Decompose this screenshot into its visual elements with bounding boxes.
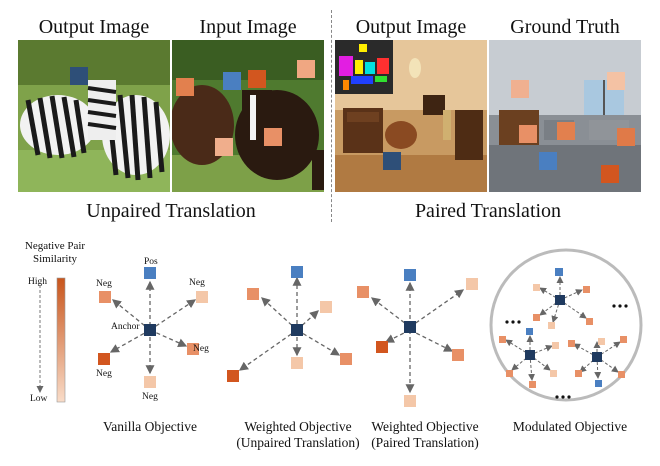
patch-neg-5 (264, 128, 282, 146)
label-neg-bottom: Neg (142, 392, 158, 402)
patch-neg-5 (617, 128, 635, 146)
neg-patch (466, 278, 478, 290)
neg-patch (506, 370, 513, 377)
label-anchor: Anchor (111, 322, 140, 332)
patch-neg-3 (176, 78, 194, 96)
photo-room-output (335, 40, 487, 192)
legend-title-line1: Negative Pair (24, 240, 86, 252)
legend-title: Negative Pair Similarity (20, 240, 90, 266)
neg-patch (552, 342, 559, 349)
label-neg-right: Neg (193, 344, 209, 354)
caption-weighted-unpaired: Weighted Objective (Unpaired Translation… (220, 419, 376, 451)
neg-patch (187, 343, 199, 355)
anchor-patch (291, 324, 303, 336)
neg-patch (404, 395, 416, 407)
neg-patch (568, 340, 575, 347)
patch-anchor (383, 152, 401, 170)
legend-low-label: Low (30, 394, 48, 404)
patch-neg-3 (519, 125, 537, 143)
legend-high-label: High (28, 277, 47, 287)
patch-neg-6 (601, 165, 619, 183)
neg-patch (583, 286, 590, 293)
neg-patch (550, 370, 557, 377)
diagram-modulated (489, 248, 643, 402)
diagram-weighted-unpaired (227, 266, 352, 382)
objective-diagrams (36, 248, 643, 407)
positive-patch (291, 266, 303, 278)
anchor-patch (592, 352, 602, 362)
neg-patch (144, 376, 156, 388)
neg-patch (376, 341, 388, 353)
neg-patch (598, 338, 605, 345)
label-neg-bottom-left: Neg (96, 369, 112, 379)
photo-horse-input (172, 40, 324, 192)
patch-neg-1 (511, 80, 529, 98)
patch-neg-2 (607, 72, 625, 90)
section-label-unpaired: Unpaired Translation (86, 200, 256, 222)
anchor-patch (404, 321, 416, 333)
neg-patch (291, 357, 303, 369)
anchor-patch (555, 295, 565, 305)
similarity-gradient-bar (56, 277, 66, 403)
patch-neg-2 (297, 60, 315, 78)
patch-anchor (70, 67, 88, 85)
section-divider (331, 10, 332, 222)
positive-patch (144, 267, 156, 279)
neg-patch (499, 336, 506, 343)
caption-modulated: Modulated Objective (512, 419, 628, 434)
photo-zebra-output (18, 40, 170, 192)
neg-patch (533, 284, 540, 291)
neg-patch (98, 353, 110, 365)
neg-patch (99, 291, 111, 303)
positive-patch (555, 268, 563, 276)
patch-positive (223, 72, 241, 90)
positive-patch (526, 328, 533, 335)
caption-weighted-paired-line2: (Paired Translation) (371, 435, 479, 450)
header-output-image-right: Output Image (355, 16, 467, 38)
patch-neg-4 (215, 138, 233, 156)
diagram-vanilla (98, 267, 208, 388)
neg-patch (529, 381, 536, 388)
patch-neg-4 (557, 122, 575, 140)
label-neg-top-right: Neg (189, 278, 205, 288)
neg-patch (357, 286, 369, 298)
section-label-paired: Paired Translation (414, 200, 562, 222)
anchor-patch (144, 324, 156, 336)
similarity-legend (36, 277, 66, 403)
neg-patch (320, 301, 332, 313)
neg-patch (452, 349, 464, 361)
photo-room-ground-truth (489, 40, 641, 192)
caption-weighted-paired-line1: Weighted Objective (371, 419, 479, 434)
caption-weighted-unpaired-line1: Weighted Objective (244, 419, 352, 434)
neg-patch (340, 353, 352, 365)
patch-neg-1 (248, 70, 266, 88)
caption-weighted-paired: Weighted Objective (Paired Translation) (352, 419, 498, 451)
neg-patch (548, 322, 555, 329)
neg-patch (618, 371, 625, 378)
segmentation-map-inset (335, 40, 393, 94)
header-ground-truth: Ground Truth (510, 16, 620, 38)
patch-positive (539, 152, 557, 170)
positive-patch (595, 380, 602, 387)
neg-patch (586, 318, 593, 325)
label-pos: Pos (144, 257, 158, 267)
caption-weighted-unpaired-line2: (Unpaired Translation) (236, 435, 360, 450)
positive-patch (404, 269, 416, 281)
neg-patch (247, 288, 259, 300)
legend-title-line2: Similarity (33, 253, 77, 265)
header-input-image: Input Image (199, 16, 297, 38)
neg-patch (533, 314, 540, 321)
neg-patch (196, 291, 208, 303)
neg-patch (575, 370, 582, 377)
diagram-weighted-paired (357, 269, 478, 407)
anchor-patch (525, 350, 535, 360)
neg-patch (227, 370, 239, 382)
header-output-image-left: Output Image (38, 16, 150, 38)
label-neg-top-left: Neg (96, 279, 112, 289)
caption-vanilla: Vanilla Objective (102, 419, 198, 434)
neg-patch (620, 336, 627, 343)
